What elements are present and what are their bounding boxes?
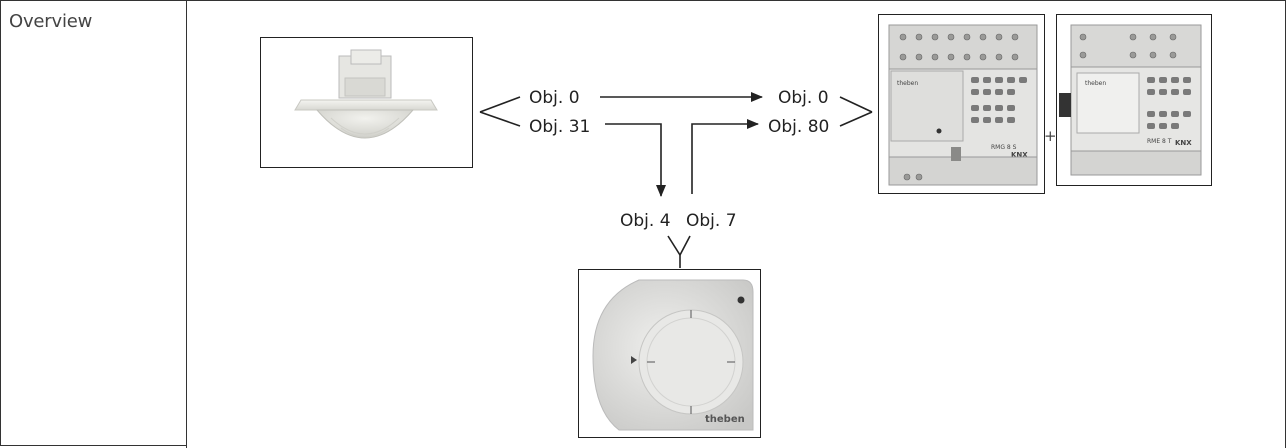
presence-sensor-photo xyxy=(260,37,473,168)
thermostat-brand-label: theben xyxy=(705,414,745,425)
switch-actuator-photo: theben RMG 8 S KNX xyxy=(878,14,1045,194)
plus-sign: + xyxy=(1044,127,1057,145)
room-thermostat-photo: theben xyxy=(578,269,761,438)
actuator-obj-80-label: Obj. 80 xyxy=(768,117,829,137)
extension-bus-label: KNX xyxy=(1175,139,1192,147)
sensor-obj-31-label: Obj. 31 xyxy=(529,117,590,137)
actuator-model-label: RMG 8 S xyxy=(991,144,1017,151)
extension-brand-label: theben xyxy=(1085,80,1106,87)
extension-module-photo: theben RME 8 T KNX xyxy=(1056,14,1212,186)
row-label: Overview xyxy=(9,11,93,32)
extension-model-label: RME 8 T xyxy=(1147,138,1172,145)
actuator-obj-0-label: Obj. 0 xyxy=(778,88,829,108)
sensor-fork xyxy=(479,96,521,127)
label-cell: Overview xyxy=(0,0,186,446)
diagram-cell xyxy=(186,0,1286,448)
arrow-thermostat-to-obj80 xyxy=(691,119,759,194)
sensor-obj-0-label: Obj. 0 xyxy=(529,88,580,108)
arrow-obj31-to-thermostat xyxy=(605,123,666,197)
thermostat-fork xyxy=(667,235,691,268)
actuator-bus-label: KNX xyxy=(1011,151,1028,159)
thermostat-obj-7-label: Obj. 7 xyxy=(686,211,737,231)
actuator-fork xyxy=(839,96,873,127)
thermostat-obj-4-label: Obj. 4 xyxy=(620,211,671,231)
actuator-brand-label: theben xyxy=(897,80,918,87)
